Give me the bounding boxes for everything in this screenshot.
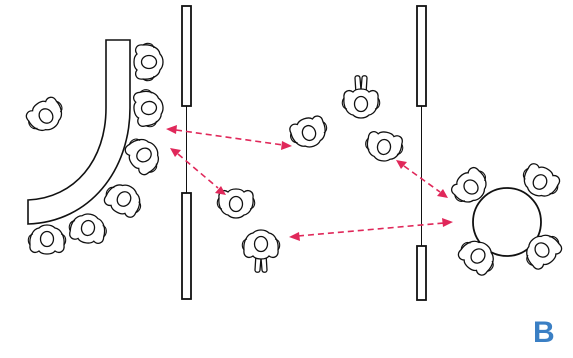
panel-label: B [533,316,555,349]
interaction-arrows [175,129,445,237]
arrow-counter-to-seated [177,153,219,189]
partition-wall-right [416,5,427,301]
curved-counter [27,39,131,225]
arrow-walker-to-table [297,222,445,237]
partition-wall-left [181,5,192,300]
round-table [472,187,542,257]
arrow-counter-to-middle [175,129,284,146]
arrow-middle-to-table [403,165,441,193]
arrow-heads [166,125,453,241]
people-middle-zone [216,76,406,273]
